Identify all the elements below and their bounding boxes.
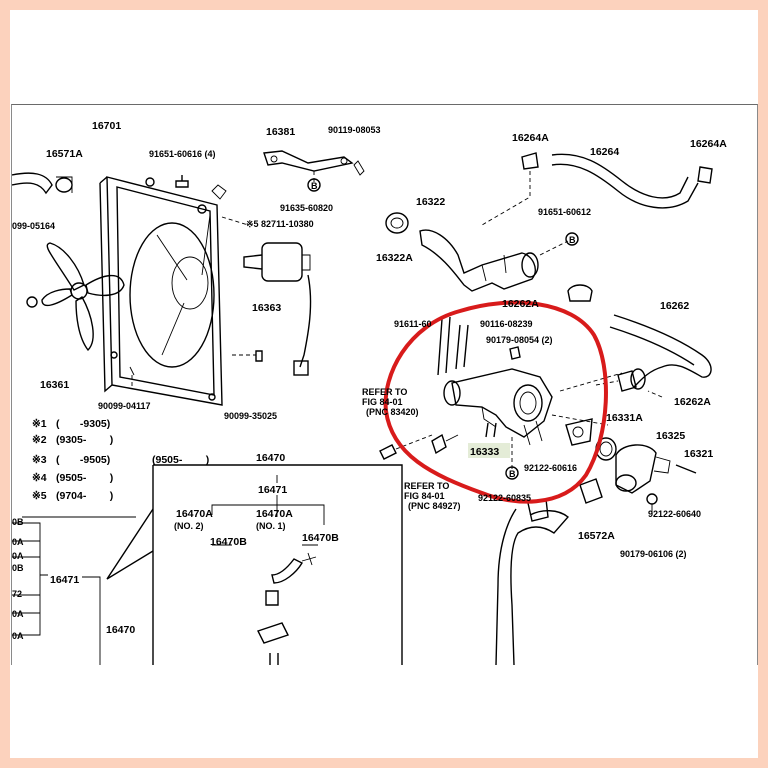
legend-extra: (9505- ): [152, 454, 209, 466]
exploded-parts-diagram: B B: [12, 120, 727, 665]
label-90179-06106: 90179-06106 (2): [620, 549, 687, 559]
fan-blade-drawing: [26, 242, 125, 352]
label-91651-60616: 91651-60616 (4): [149, 149, 216, 159]
label-92122-60835: 92122-60835: [478, 493, 531, 503]
hose-16264-drawing: [481, 152, 713, 226]
label-91611-60: 91611-60: [394, 319, 432, 329]
label-16361: 16361: [40, 379, 69, 391]
cutoff-code: 0A: [12, 631, 24, 641]
refer-bottom-line2: FIG 84-01: [404, 491, 445, 501]
cutoff-code: 0A: [12, 609, 24, 619]
lower-hose-drawing: [495, 478, 603, 665]
label-90179-08054: 90179-08054 (2): [486, 335, 553, 345]
label-92122-60640: 92122-60640: [648, 509, 701, 519]
legend-1-mark: ※1: [32, 418, 47, 430]
bolt-drawings: [129, 175, 263, 387]
parts-diagram-frame: B B: [11, 104, 758, 665]
refer-top-line1: REFER TO: [362, 387, 407, 397]
label-16321: 16321: [684, 448, 713, 460]
selected-part-highlight: [468, 443, 510, 458]
label-90116-08239: 90116-08239: [480, 319, 533, 329]
cutoff-code: 0B: [12, 563, 24, 573]
cutoff-code: 0A: [12, 551, 24, 561]
refer-bottom-line1: REFER TO: [404, 481, 449, 491]
water-outlet-16333-drawing: B: [379, 316, 623, 480]
label-91651-60612: 91651-60612: [538, 207, 591, 217]
label-92122-60616: 92122-60616: [524, 463, 577, 473]
label-16262A-bottom: 16262A: [674, 396, 711, 408]
legend-3-mark: ※3: [32, 454, 47, 466]
label-16470A-no2: 16470A: [176, 508, 213, 520]
label-16322: 16322: [416, 196, 445, 208]
refer-top-line3: (PNC 83420): [366, 407, 419, 417]
label-16571A: 16571A: [46, 148, 83, 160]
label-16264: 16264: [590, 146, 619, 158]
label-91635-60820: 91635-60820: [280, 203, 333, 213]
fan-motor-drawing: [211, 184, 312, 376]
label-16322A: 16322A: [376, 252, 413, 264]
svg-text:B: B: [509, 469, 516, 479]
label-90099-04117: 90099-04117: [98, 401, 151, 411]
svg-text:B: B: [311, 181, 318, 191]
label-16470B-left: 16470B: [210, 536, 247, 548]
label-16262: 16262: [660, 300, 689, 312]
fan-shroud-drawing: [99, 176, 223, 406]
water-inlet-16322-drawing: B: [385, 212, 579, 292]
thermostat-housing-16321-drawing: [615, 444, 697, 513]
label-16470A-no1: 16470A: [256, 508, 293, 520]
label-16470: 16470: [256, 452, 285, 464]
label-16262A-top: 16262A: [502, 298, 539, 310]
label-16471: 16471: [258, 484, 287, 496]
label-16470A-no1-note: (NO. 1): [256, 521, 286, 531]
label-16331A: 16331A: [606, 412, 643, 424]
legend-3-range: ( -9505): [56, 454, 110, 466]
label-16470B-right: 16470B: [302, 532, 339, 544]
gasket-16331A-drawing: [565, 418, 593, 446]
legend-4-range: (9505- ): [56, 472, 113, 484]
highlight-circle: [383, 300, 608, 504]
label-16264A-right: 16264A: [690, 138, 727, 150]
cutoff-code: 0B: [12, 517, 24, 527]
label-16325: 16325: [656, 430, 685, 442]
legend-2-mark: ※2: [32, 434, 47, 446]
inset-box-16470: [106, 464, 403, 665]
refer-top-line2: FIG 84-01: [362, 397, 403, 407]
svg-text:B: B: [569, 235, 576, 245]
label-099-05164: 099-05164: [12, 221, 55, 231]
legend-5-range: (9704- ): [56, 490, 113, 502]
legend-4-mark: ※4: [32, 472, 47, 484]
cutoff-code: 0A: [12, 537, 24, 547]
legend-lines: [12, 516, 136, 665]
label-16470A-no2-note: (NO. 2): [174, 521, 204, 531]
label-16470-left: 16470: [106, 624, 135, 636]
label-82711-10380: ※5 82711-10380: [246, 219, 314, 229]
label-16264A-left: 16264A: [512, 132, 549, 144]
label-16572A: 16572A: [578, 530, 615, 542]
label-16333: 16333: [470, 446, 499, 458]
label-90099-35025: 90099-35025: [224, 411, 277, 421]
label-16701: 16701: [92, 120, 121, 132]
label-16471-left: 16471: [50, 574, 79, 586]
label-16381: 16381: [266, 126, 295, 138]
legend-2-range: (9305- ): [56, 434, 113, 446]
bracket-16381-drawing: B: [263, 150, 365, 192]
legend-5-mark: ※5: [32, 490, 47, 502]
hose-16571A-drawing: [12, 172, 73, 195]
cutoff-code: 72: [12, 589, 22, 599]
legend-1-range: ( -9305): [56, 418, 110, 430]
label-16363: 16363: [252, 302, 281, 314]
hose-16262-drawing: [567, 284, 712, 398]
refer-bottom-line3: (PNC 84927): [408, 501, 461, 511]
label-90119-08053: 90119-08053: [328, 125, 381, 135]
